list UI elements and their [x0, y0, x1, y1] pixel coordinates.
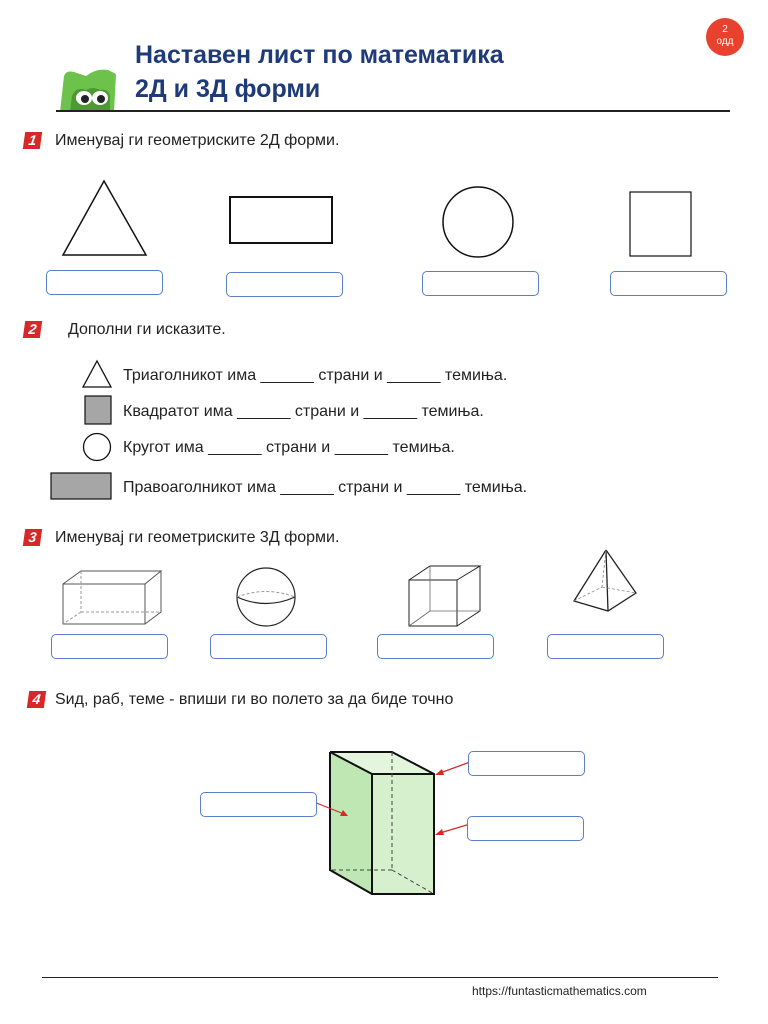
answer-box-square[interactable] [610, 271, 727, 296]
owl-mascot-icon [60, 69, 116, 112]
page-title-line2: 2Д и 3Д форми [135, 75, 321, 103]
cuboid-icon [62, 570, 163, 625]
answer-box-triangle[interactable] [46, 270, 163, 295]
rectangle-small-icon [50, 472, 112, 500]
cube-icon [408, 565, 482, 627]
answer-box-pyramid[interactable] [547, 634, 664, 659]
question-3-number: 3 [22, 529, 43, 546]
triangle-small-icon [81, 359, 113, 388]
question-3-text: Именувај ги геометриските 3Д форми. [55, 529, 340, 546]
question-1-text: Именувај ги геометриските 2Д форми. [55, 132, 340, 149]
answer-box-rectangle[interactable] [226, 272, 343, 297]
sphere-icon [236, 567, 296, 627]
grade-label: одд [716, 36, 734, 47]
answer-box-cube[interactable] [377, 634, 494, 659]
triangle-icon [61, 179, 148, 256]
answer-box-cuboid[interactable] [51, 634, 168, 659]
footer-url[interactable]: https://funtasticmathematics.com [472, 984, 647, 998]
prism-diagram [329, 751, 435, 895]
question-1-number: 1 [22, 132, 43, 149]
question-4-text: Ѕид, раб, теме - впиши ги во полето за д… [55, 691, 454, 708]
square-icon [629, 191, 692, 257]
grade-badge: 2 одд [706, 18, 744, 56]
answer-box-circle[interactable] [422, 271, 539, 296]
question-2-number: 2 [22, 321, 43, 338]
arrow-to-vertex [435, 761, 471, 775]
question-2-text: Дополни ги исказите. [68, 321, 226, 338]
statement-circle: Кругот има ______ страни и ______ темиња… [123, 439, 455, 456]
question-4-number: 4 [26, 691, 47, 708]
answer-box-face[interactable] [200, 792, 317, 817]
pyramid-icon [572, 549, 637, 612]
arrow-to-edge [435, 823, 471, 835]
page-title-line1: Наставен лист по математика [135, 41, 504, 69]
statement-triangle: Триаголникот има ______ страни и ______ … [123, 367, 508, 384]
arrow-to-face [313, 801, 348, 816]
header-divider [56, 110, 730, 112]
rectangle-icon [229, 196, 333, 244]
footer-divider [42, 977, 718, 978]
answer-box-edge[interactable] [467, 816, 584, 841]
grade-number: 2 [722, 24, 728, 35]
circle-small-icon [82, 432, 112, 462]
answer-box-sphere[interactable] [210, 634, 327, 659]
square-small-icon [84, 395, 112, 425]
statement-square: Квадратот има ______ страни и ______ тем… [123, 403, 484, 420]
circle-icon [442, 186, 514, 258]
statement-rectangle: Правоаголникот има ______ страни и _____… [123, 479, 528, 496]
answer-box-vertex[interactable] [468, 751, 585, 776]
